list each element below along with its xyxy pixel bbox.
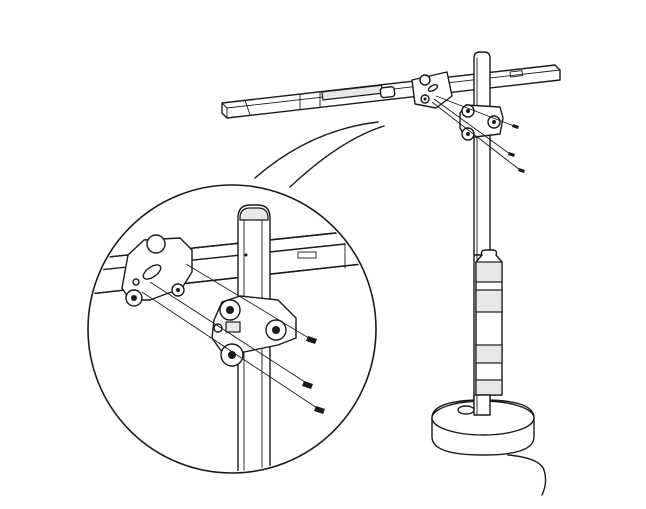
zoomed-pole-clamp: [211, 295, 297, 367]
main-guide-lines: [431, 95, 521, 171]
screw-icon: [302, 336, 325, 414]
light-bar: [221, 64, 561, 119]
zoomed-bar-bracket: [121, 234, 193, 307]
callout-pointer: [254, 121, 385, 188]
bar-bracket: [411, 71, 453, 109]
screw-icon: [508, 124, 525, 173]
pole-sleeve: [475, 249, 503, 396]
lamp-assembly: [221, 51, 561, 496]
lamp-base: [431, 394, 535, 456]
power-cable: [507, 454, 547, 496]
pole-clamp: [459, 104, 504, 141]
zoomed-guide-lines: [141, 263, 321, 411]
magnified-view: [90, 204, 374, 471]
